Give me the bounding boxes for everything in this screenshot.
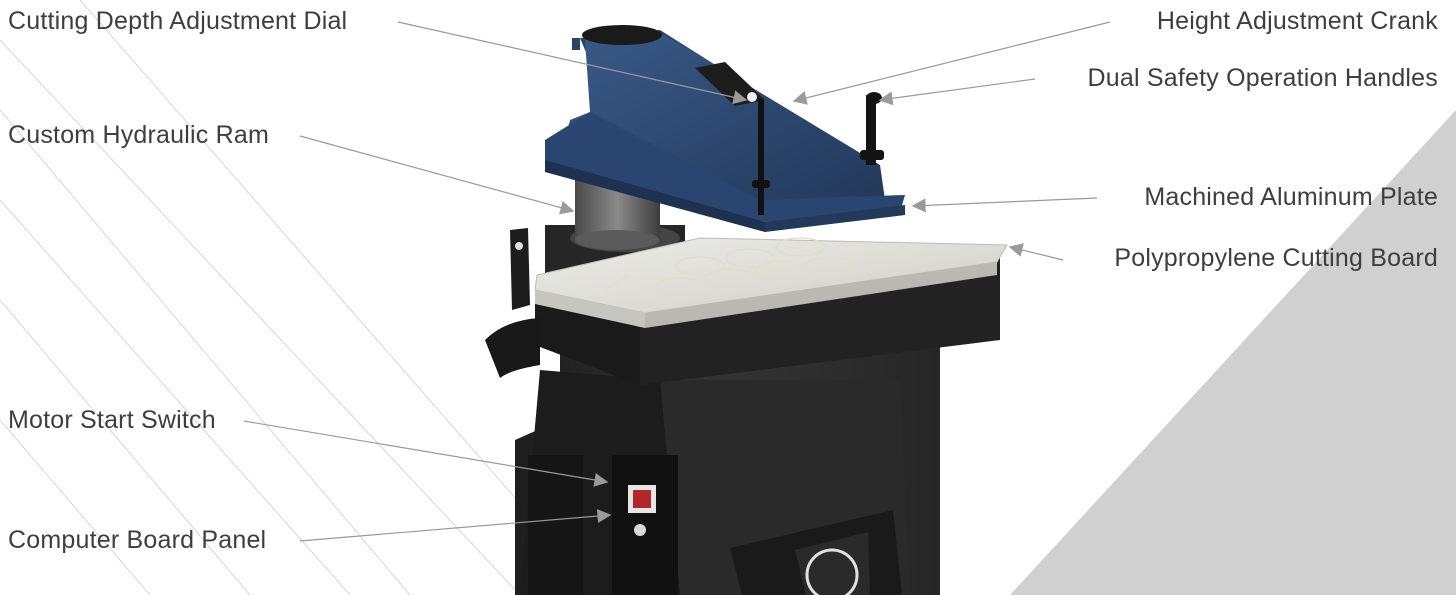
leader-depth-dial bbox=[397, 21, 748, 105]
label-dual-safety-handles: Dual Safety Operation Handles bbox=[1087, 64, 1438, 92]
label-custom-hydraulic-ram: Custom Hydraulic Ram bbox=[8, 121, 270, 149]
leader-lines bbox=[243, 21, 1111, 542]
leader-hydraulic-ram bbox=[299, 135, 575, 215]
label-motor-start-switch: Motor Start Switch bbox=[8, 406, 216, 434]
decorative-diagonal-lines bbox=[0, 0, 601, 595]
label-computer-board-panel: Computer Board Panel bbox=[8, 526, 267, 554]
label-cutting-depth-dial: Cutting Depth Adjustment Dial bbox=[8, 7, 348, 35]
leader-aluminum-plate bbox=[911, 197, 1098, 213]
label-polypropylene-cutting-board: Polypropylene Cutting Board bbox=[1114, 244, 1438, 272]
leader-height-crank bbox=[792, 21, 1111, 105]
machine-illustration bbox=[485, 25, 1008, 595]
leader-safety-handles bbox=[878, 78, 1036, 106]
leader-board-panel bbox=[299, 509, 612, 542]
label-machined-aluminum-plate: Machined Aluminum Plate bbox=[1144, 183, 1438, 211]
background-panel bbox=[1010, 110, 1456, 595]
label-height-adjustment-crank: Height Adjustment Crank bbox=[1156, 7, 1438, 35]
leader-cutting-board bbox=[1008, 243, 1064, 261]
leader-motor-switch bbox=[243, 420, 609, 487]
